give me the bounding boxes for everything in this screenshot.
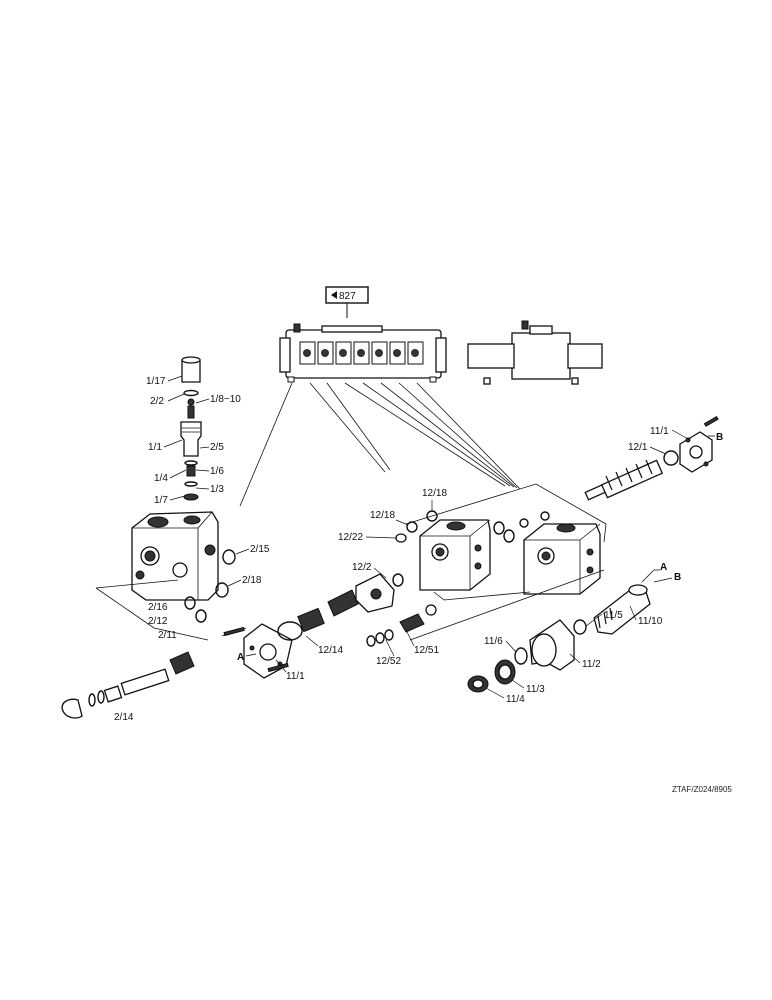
label-1-7: 1/7: [154, 495, 168, 506]
middle-seals-springs: [277, 510, 438, 641]
label-11-5: 11/5: [604, 610, 623, 621]
valve-bank-assembly: [279, 323, 447, 383]
label-12-18-a: 12/18: [370, 510, 395, 521]
label-2-5: 2/5: [210, 442, 224, 453]
left-spool: [61, 651, 195, 719]
reference-letters: A B A B: [237, 432, 723, 663]
valve-bank-side-view: [467, 320, 603, 385]
ref-a-left: A: [237, 652, 244, 663]
label-leader-lines: [163, 375, 691, 699]
section-block-1: [419, 519, 491, 591]
section-block-2: [523, 523, 601, 595]
page-reference-box[interactable]: 827: [325, 286, 369, 318]
label-12-18-b: 12/18: [422, 488, 447, 499]
label-12-22: 12/22: [338, 532, 363, 543]
label-1-1: 1/1: [148, 442, 162, 453]
label-2-2: 2/2: [150, 396, 164, 407]
label-12-52: 12/52: [376, 656, 401, 667]
label-11-10: 11/10: [638, 616, 663, 627]
label-11-1-left: 11/1: [286, 671, 305, 682]
ref-b-top: B: [716, 432, 723, 443]
left-valve-body: [131, 511, 219, 601]
label-1-17: 1/17: [146, 376, 166, 387]
label-1-4: 1/4: [154, 473, 168, 484]
label-1-6: 1/6: [210, 466, 224, 477]
label-11-3: 11/3: [526, 684, 545, 695]
left-bracket-lines: [95, 579, 209, 641]
label-2-15: 2/15: [250, 544, 270, 555]
label-12-14: 12/14: [318, 645, 343, 656]
label-12-1: 12/1: [628, 442, 648, 453]
label-11-6: 11/6: [484, 636, 503, 647]
section-bracket-lines: [405, 483, 607, 641]
ref-a-right: A: [660, 562, 667, 573]
assembly-leader-lines: [239, 382, 521, 507]
label-2-12: 2/12: [148, 616, 168, 627]
label-11-4: 11/4: [506, 694, 525, 705]
section-rings: [493, 511, 550, 543]
check-valve-parts: [366, 604, 437, 647]
label-11-1-right: 11/1: [650, 426, 669, 437]
label-2-14: 2/14: [114, 712, 134, 723]
drawing-code: ZTAF/Z024/8905: [672, 785, 732, 794]
label-2-11: 2/11: [158, 630, 177, 641]
part-labels: 1/17 2/2 1/8−10 1/1 2/5 1/4 1/6 1/7 1/3 …: [114, 376, 669, 723]
label-12-2: 12/2: [352, 562, 372, 573]
label-2-18: 2/18: [242, 575, 262, 586]
cover-plate-left: [221, 623, 293, 679]
right-actuator: [467, 584, 651, 693]
label-2-16: 2/16: [148, 602, 168, 613]
right-spool-upper: [584, 415, 719, 501]
label-12-51: 12/51: [414, 645, 439, 656]
page-reference-number: 827: [339, 291, 356, 302]
ref-b-right: B: [674, 572, 681, 583]
label-1-8-10: 1/8−10: [210, 394, 241, 405]
relief-valve-stack: [180, 356, 202, 501]
label-1-3: 1/3: [210, 484, 224, 495]
label-11-2: 11/2: [582, 659, 601, 670]
left-seals: [184, 549, 236, 623]
